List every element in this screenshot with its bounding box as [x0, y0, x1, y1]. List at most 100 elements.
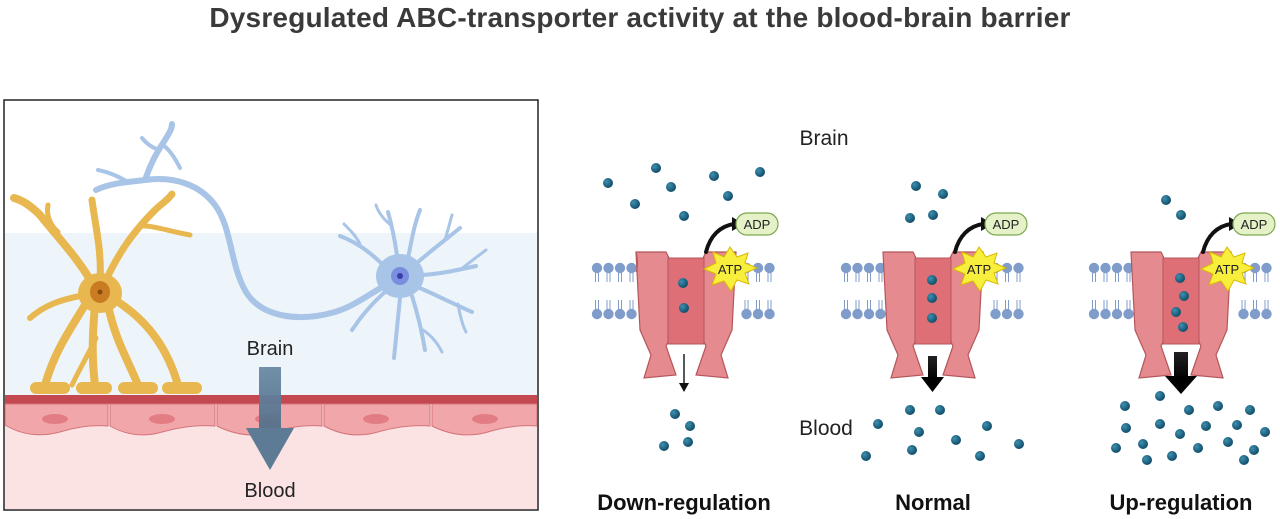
adp-pill-normal	[984, 212, 1028, 236]
drug-molecule	[1175, 429, 1185, 439]
efflux-arrow	[246, 367, 294, 470]
drug-molecule	[1171, 307, 1181, 317]
lipid-unit	[840, 262, 852, 320]
drug-molecule	[1260, 427, 1270, 437]
drug-molecule	[1213, 401, 1223, 411]
drug-molecule	[1176, 210, 1186, 220]
condition-label-normal: Normal	[895, 490, 971, 515]
neuron	[93, 121, 488, 360]
lipid-unit	[1012, 262, 1025, 320]
drug-molecule	[683, 437, 693, 447]
drug-molecule	[659, 441, 669, 451]
drug-molecule	[861, 451, 871, 461]
drug-molecule	[1245, 405, 1255, 415]
transporter-down-regulation	[635, 251, 737, 379]
drug-molecule	[678, 278, 688, 288]
drug-molecule	[679, 303, 689, 313]
drug-molecule	[1155, 419, 1165, 429]
lipid-unit	[763, 262, 776, 320]
drug-molecule	[603, 178, 613, 188]
lipid-unit	[625, 262, 638, 320]
adp-label-down: ADP	[744, 217, 771, 232]
efflux-arrow-up	[1165, 352, 1197, 394]
drug-molecule	[914, 427, 924, 437]
drug-molecule	[1178, 322, 1188, 332]
drug-molecule	[982, 421, 992, 431]
drug-molecule	[951, 435, 961, 445]
drug-molecule	[1161, 195, 1171, 205]
drug-molecule	[905, 213, 915, 223]
drug-molecule	[723, 191, 733, 201]
atp-adp-up: ADP ATP	[1199, 212, 1276, 292]
lipid-unit	[1099, 262, 1112, 320]
atp-label-normal: ATP	[967, 262, 991, 277]
left-brain-label: Brain	[247, 338, 294, 360]
atp-label-up: ATP	[1215, 262, 1239, 277]
drug-molecule	[1138, 439, 1148, 449]
adp-pill-up	[1232, 212, 1276, 236]
adp-pill-down	[735, 212, 779, 236]
atp-label-down: ATP	[718, 262, 742, 277]
drug-molecule	[935, 405, 945, 415]
figure-title: Dysregulated ABC-transporter activity at…	[209, 2, 1071, 33]
lipid-unit	[591, 262, 603, 320]
drug-molecule	[630, 199, 640, 209]
drug-molecule	[1179, 291, 1189, 301]
efflux-arrow-normal	[921, 356, 944, 392]
lipid-unit	[752, 262, 764, 320]
drug-molecule	[709, 171, 719, 181]
lipid-unit	[851, 262, 864, 320]
drug-molecule	[1184, 405, 1194, 415]
lipid-unit	[1001, 262, 1013, 320]
atp-adp-down: ADP ATP	[702, 212, 779, 292]
drug-molecule	[666, 182, 676, 192]
drug-molecule	[1201, 421, 1211, 431]
drug-molecule	[928, 210, 938, 220]
lipid-unit	[614, 262, 626, 320]
lipid-unit	[863, 262, 875, 320]
drug-molecule	[1175, 273, 1185, 283]
right-brain-label: Brain	[799, 127, 848, 150]
atp-adp-normal: ADP ATP	[951, 212, 1028, 292]
drug-molecule	[1239, 455, 1249, 465]
drug-molecule	[1111, 443, 1121, 453]
drug-molecule	[651, 163, 661, 173]
lipid-unit	[1111, 262, 1123, 320]
molecules	[603, 163, 1270, 465]
condition-label-down: Down-regulation	[597, 490, 771, 515]
drug-molecule	[927, 275, 937, 285]
drug-molecule	[938, 189, 948, 199]
drug-molecule	[1142, 455, 1152, 465]
condition-label-up: Up-regulation	[1110, 490, 1253, 515]
efflux-arrow-down	[679, 354, 689, 392]
adp-label-normal: ADP	[993, 217, 1020, 232]
drug-molecule	[1249, 445, 1259, 455]
drug-molecule	[679, 211, 689, 221]
drug-molecule	[905, 405, 915, 415]
drug-molecule	[1120, 401, 1130, 411]
left-blood-label: Blood	[244, 480, 295, 502]
drug-molecule	[1223, 437, 1233, 447]
drug-molecule	[1232, 420, 1242, 430]
lipid-unit	[1260, 262, 1273, 320]
drug-molecule	[685, 421, 695, 431]
lipid-unit	[1249, 262, 1261, 320]
drug-molecule	[907, 445, 917, 455]
drug-molecule	[1193, 443, 1203, 453]
drug-molecule	[1167, 451, 1177, 461]
lipid-unit	[1088, 262, 1100, 320]
drug-molecule	[873, 419, 883, 429]
drug-molecule	[927, 313, 937, 323]
drug-molecule	[911, 181, 921, 191]
drug-molecule	[1014, 439, 1024, 449]
adp-label-up: ADP	[1241, 217, 1268, 232]
drug-molecule	[670, 409, 680, 419]
lipid-unit	[602, 262, 615, 320]
bbb-illustration-panel: Brain Blood	[3, 99, 539, 511]
right-blood-label: Blood	[799, 417, 853, 440]
drug-molecule	[1121, 423, 1131, 433]
drug-molecule	[975, 451, 985, 461]
transporter-activity-panel: Brain Blood	[591, 127, 1276, 515]
astrocyte	[10, 190, 202, 394]
